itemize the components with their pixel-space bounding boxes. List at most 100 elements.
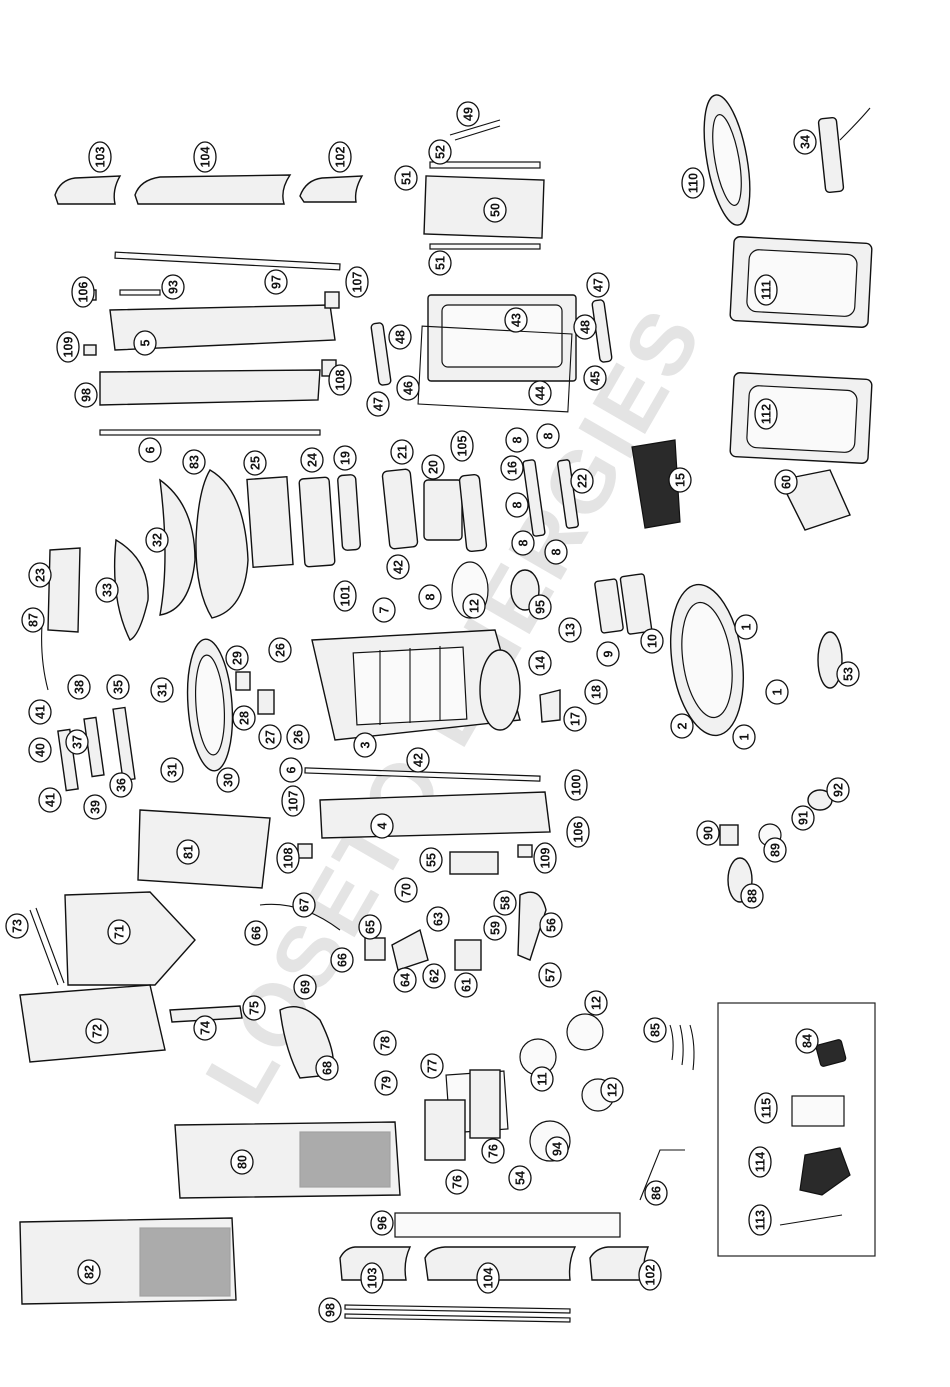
callout-c3: 3 [353, 732, 377, 758]
callout-c87: 87 [21, 607, 45, 633]
callout-number: 113 [754, 1210, 768, 1230]
callout-number: 72 [91, 1024, 105, 1038]
callout-c108b: 108 [276, 842, 300, 874]
callout-c104b: 104 [476, 1262, 500, 1294]
callout-number: 89 [769, 843, 783, 857]
callout-number: 20 [427, 460, 441, 474]
callout-c105: 105 [450, 430, 474, 462]
callout-number: 44 [534, 386, 548, 400]
callout-c66b: 66 [330, 947, 354, 973]
callout-number: 80 [236, 1155, 250, 1169]
callout-number: 108 [334, 370, 348, 391]
callout-number: 100 [570, 775, 584, 796]
callout-circle [493, 890, 517, 916]
callout-number: 102 [644, 1265, 658, 1286]
callout-circle [330, 947, 354, 973]
callout-circle [230, 1149, 254, 1175]
callout-c36: 36 [109, 772, 133, 798]
callout-circle [328, 141, 352, 173]
callout-number: 1 [738, 733, 752, 740]
callout-c107a: 107 [345, 266, 369, 298]
callout-c26a: 26 [268, 637, 292, 663]
callout-c103a: 103 [88, 141, 112, 173]
callout-number: 8 [550, 548, 564, 555]
callout-c70: 70 [394, 877, 418, 903]
callout-c45: 45 [583, 365, 607, 391]
callout-number: 59 [489, 921, 503, 935]
callout-number: 63 [432, 912, 446, 926]
callout-circle [462, 593, 486, 619]
callout-circle [161, 274, 185, 300]
callout-c32: 32 [145, 527, 169, 553]
callout-c103b: 103 [360, 1262, 384, 1294]
callout-c113: 113 [748, 1204, 772, 1236]
callout-number: 115 [760, 1098, 774, 1118]
callout-number: 30 [222, 773, 236, 787]
callout-c86: 86 [644, 1180, 668, 1206]
callout-circle [333, 445, 357, 471]
callout-circle [670, 713, 694, 739]
callout-circle [28, 562, 52, 588]
callout-circle [264, 269, 288, 295]
callout-circle [563, 706, 587, 732]
callout-c13: 13 [558, 617, 582, 643]
callout-number: 51 [400, 171, 414, 185]
callout-circle [106, 674, 130, 700]
callout-number: 114 [754, 1152, 768, 1172]
callout-circle [696, 820, 720, 846]
callout-number: 56 [545, 918, 559, 932]
callout-c49: 49 [456, 101, 480, 127]
callout-c27: 27 [258, 724, 282, 750]
callout-circle [293, 974, 317, 1000]
callout-circle [754, 1092, 778, 1124]
callout-c114: 114 [748, 1146, 772, 1178]
callout-number: 109 [539, 848, 553, 869]
callout-number: 88 [746, 889, 760, 903]
callout-c111: 111 [754, 274, 778, 306]
callout-c106a: 106 [71, 276, 95, 308]
callout-c107b: 107 [281, 785, 305, 817]
callout-c47b: 47 [366, 391, 390, 417]
callout-number: 6 [144, 446, 158, 453]
callout-circle [422, 963, 446, 989]
callout-c58: 58 [493, 890, 517, 916]
callout-c76a: 76 [481, 1138, 505, 1164]
callout-number: 26 [292, 730, 306, 744]
callout-c23: 23 [28, 562, 52, 588]
callout-c41b: 41 [38, 787, 62, 813]
upper-frame-assembly [77, 251, 341, 436]
callout-number: 66 [250, 926, 264, 940]
callout-number: 13 [564, 623, 578, 637]
callout-number: 98 [80, 388, 94, 402]
callout-circle [193, 1015, 217, 1041]
callout-c82: 82 [77, 1259, 101, 1285]
outer-door-assembly [703, 94, 873, 531]
callout-c54: 54 [508, 1165, 532, 1191]
callout-c76b: 76 [445, 1169, 469, 1195]
callout-c98b: 98 [318, 1297, 342, 1323]
callout-number: 26 [274, 643, 288, 657]
callout-number: 112 [760, 404, 774, 424]
callout-c8c: 8 [505, 492, 529, 518]
callout-circle [754, 398, 778, 430]
callout-c74: 74 [193, 1015, 217, 1041]
callout-c92: 92 [826, 777, 850, 803]
callout-c110: 110 [681, 167, 705, 199]
callout-number: 40 [34, 743, 48, 757]
callout-circle [225, 645, 249, 671]
callout-circle [394, 165, 418, 191]
callout-circle [643, 1017, 667, 1043]
callout-c84: 84 [795, 1028, 819, 1054]
callout-number: 104 [199, 147, 213, 168]
callout-number: 54 [514, 1171, 528, 1185]
callout-circle [528, 380, 552, 406]
callout-c66a: 66 [244, 920, 268, 946]
callout-number: 48 [394, 330, 408, 344]
callout-number: 42 [412, 753, 426, 767]
callout-number: 12 [590, 996, 604, 1010]
callout-c12c: 12 [600, 1077, 624, 1103]
callout-number: 23 [34, 568, 48, 582]
callout-c6b: 6 [279, 757, 303, 783]
callout-circle [88, 141, 112, 173]
callout-number: 43 [510, 313, 524, 327]
